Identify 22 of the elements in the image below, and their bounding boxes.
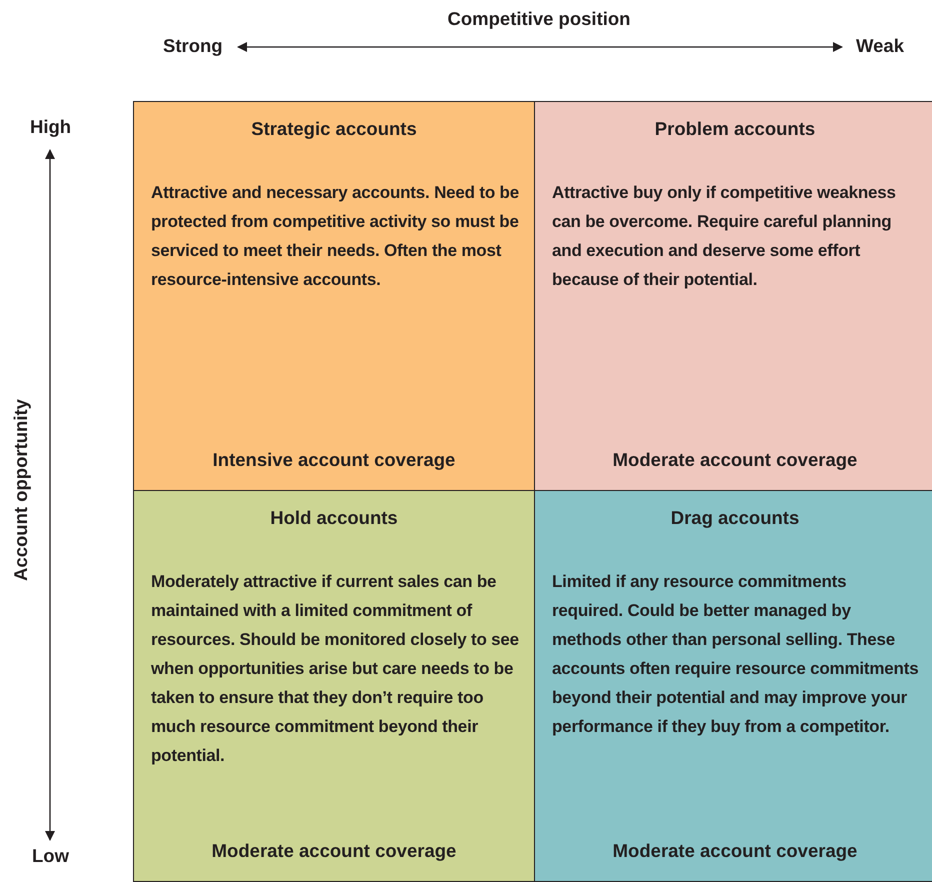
- axis-end-label: High: [30, 116, 72, 138]
- quadrant-description: Limited if any resource commitments required. Could be better managed by methods other than personal selling. These accounts often require resource commitments beyond their potential and may improve your performance if they buy from a competitor.: [552, 571, 920, 738]
- quadrant-description: Attractive buy only if competitive weakness can be overcome. Require careful planning and execution and deserve some effort because of their potential.: [552, 182, 897, 291]
- quadrant-description: Attractive and necessary accounts. Need to be protected from competitive activity so must be serviced to meet their needs. Often the most resource-intensive accounts.: [151, 182, 520, 291]
- coverage-label: Intensive account coverage: [212, 449, 456, 471]
- quadrant-heading: Problem accounts: [654, 118, 816, 140]
- quadrant-heading: Strategic accounts: [250, 118, 418, 140]
- quadrant-box: [534, 490, 932, 882]
- coverage-label: Moderate account coverage: [612, 449, 858, 471]
- quadrant-box: [133, 490, 535, 882]
- coverage-label: Moderate account coverage: [612, 840, 858, 862]
- axis-title: Account opportunity: [10, 399, 32, 581]
- quadrant-description: Moderately attractive if current sales can be maintained with a limited commitment of resources. Should be monitored closely to see when opportunities arise but care needs to be taken to ensure that they don’t require too much resource commitment beyond their potential.: [151, 571, 520, 767]
- quadrant-heading: Drag accounts: [670, 507, 800, 529]
- axis-end-label: Weak: [856, 35, 904, 57]
- coverage-label: Moderate account coverage: [210, 840, 458, 862]
- axis-end-label: Low: [32, 845, 69, 867]
- axis-title: Competitive position: [448, 8, 630, 30]
- axis-end-label: Strong: [163, 35, 223, 57]
- quadrant-box: [133, 101, 535, 491]
- quadrant-box: [534, 101, 932, 491]
- quadrant-heading: Hold accounts: [269, 507, 399, 529]
